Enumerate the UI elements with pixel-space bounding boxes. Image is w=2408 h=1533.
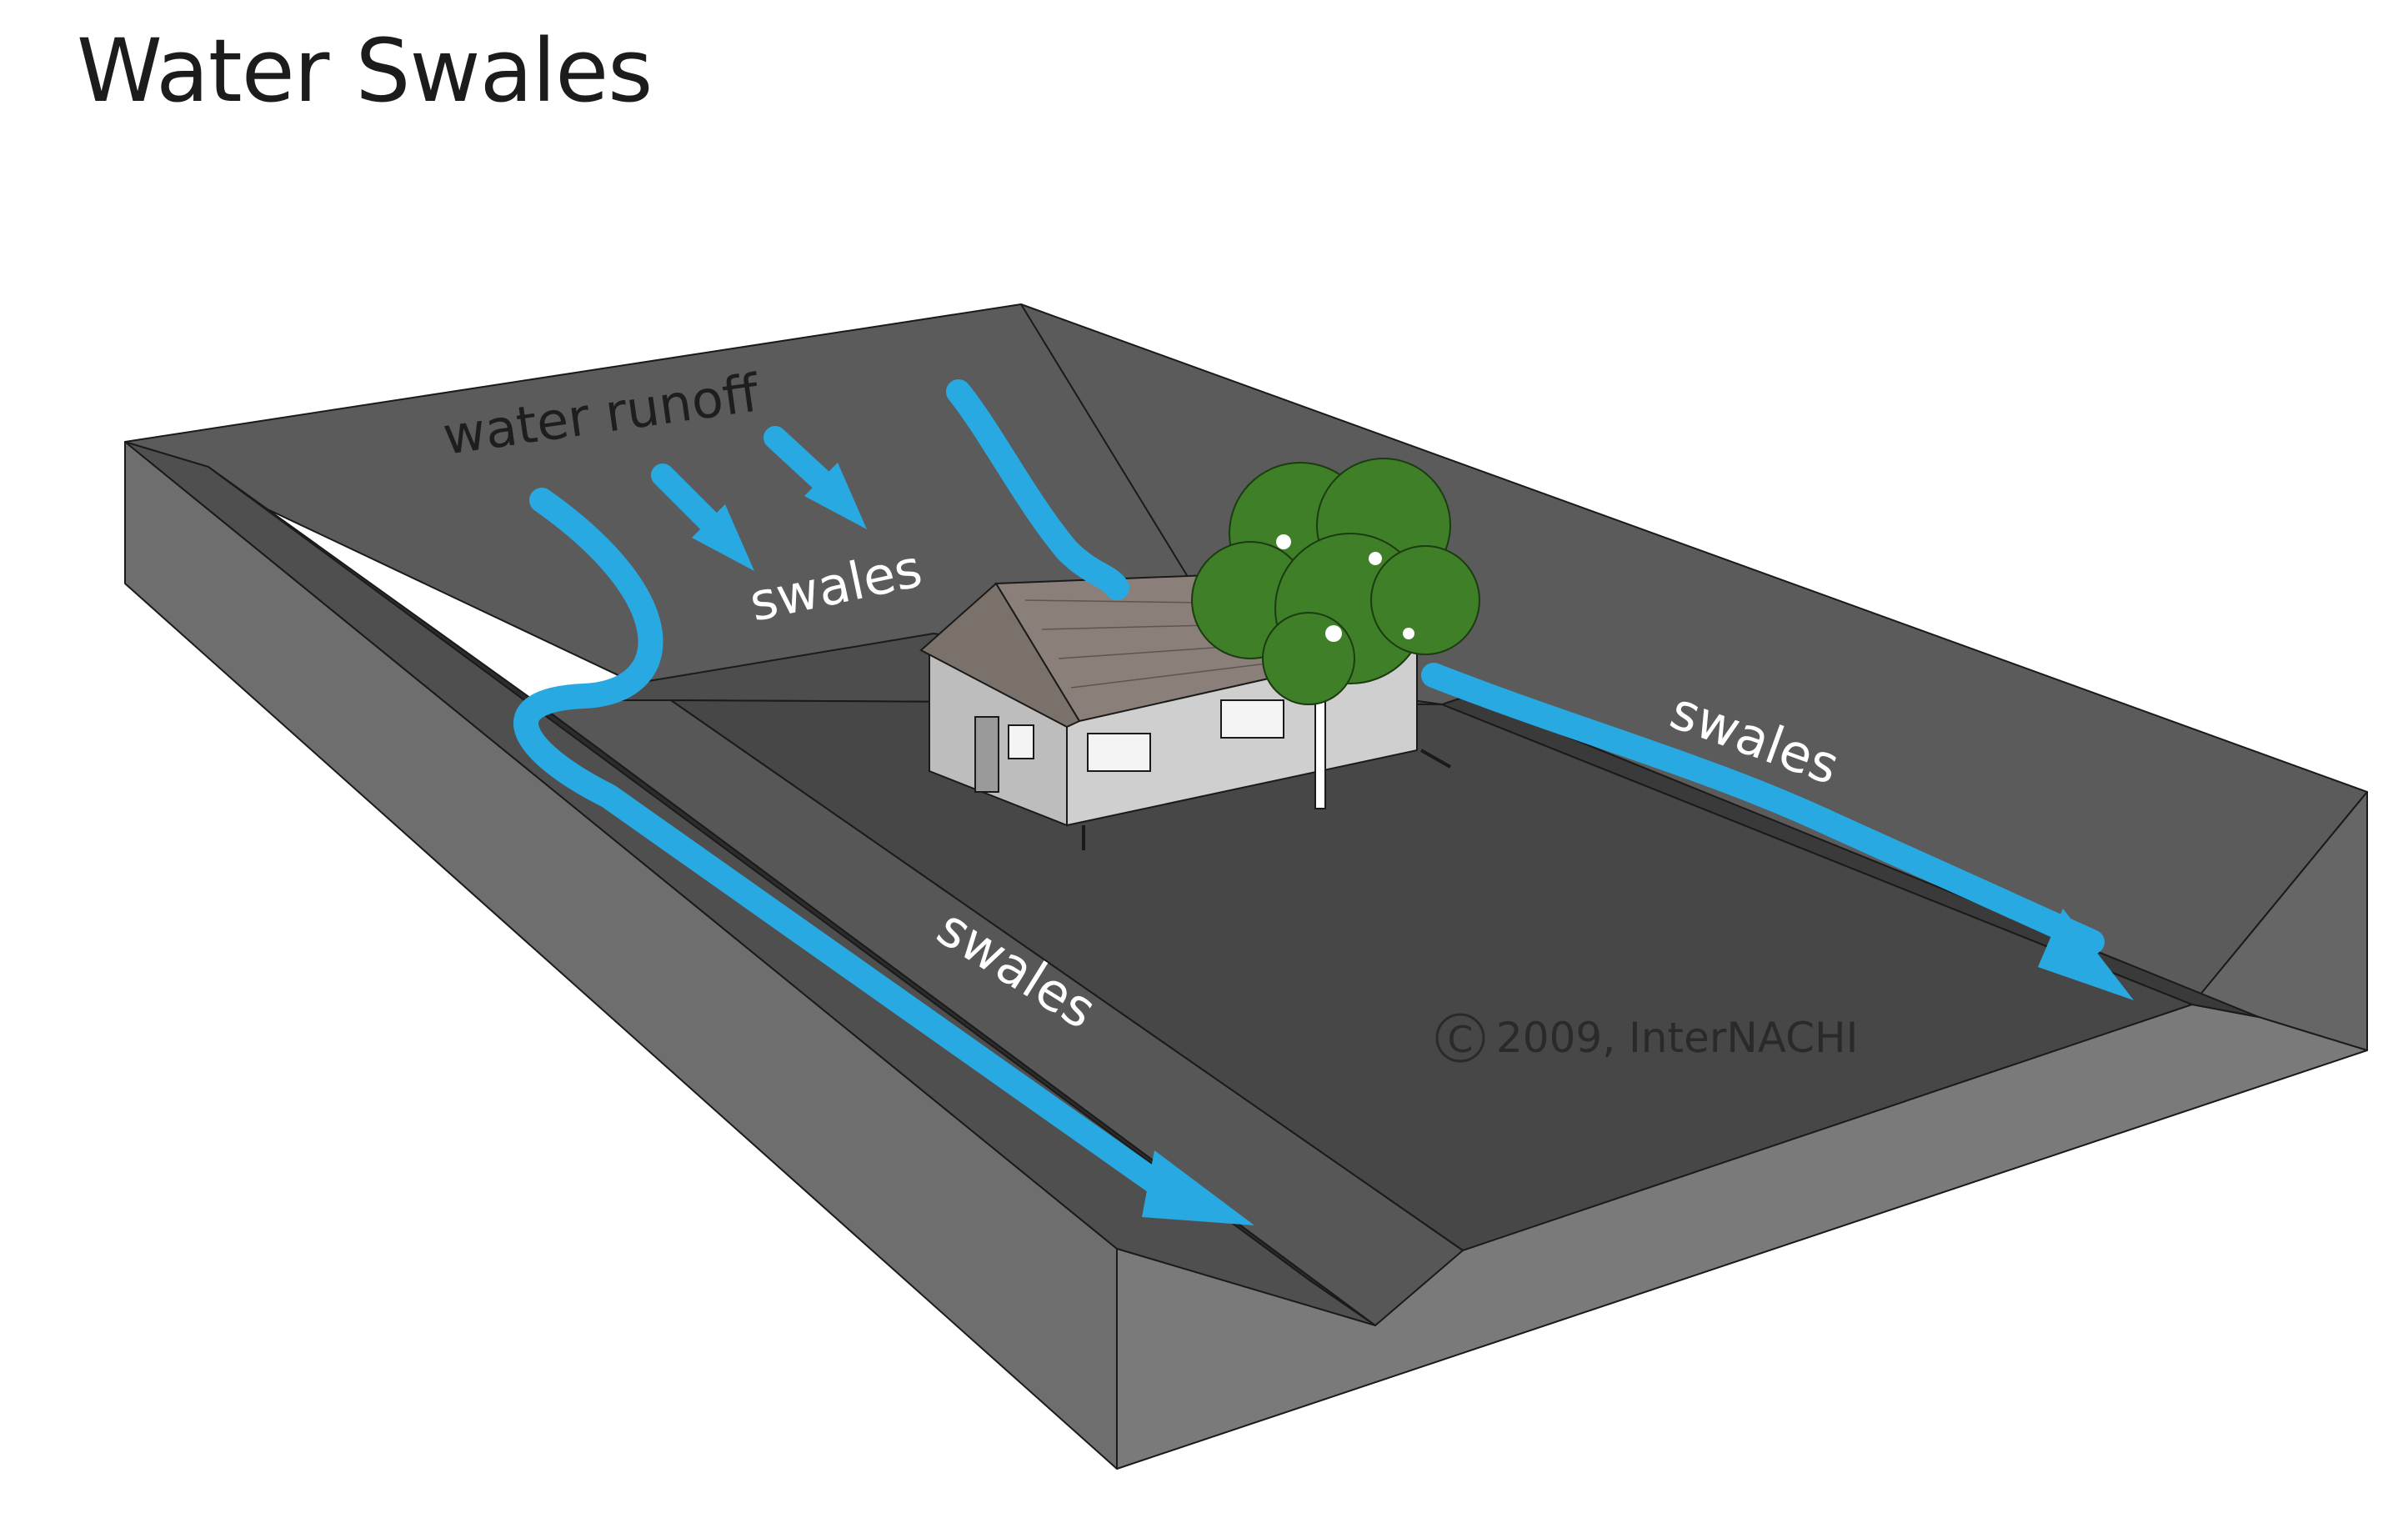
svg-text:C: C	[1448, 1019, 1474, 1061]
tree-icon	[1191, 458, 1480, 809]
right-swale-flow	[1421, 663, 2105, 954]
terrain-block	[124, 303, 2368, 1470]
right-swale-arrowhead	[2038, 909, 2134, 1000]
left-swale-arrowhead	[1142, 1150, 1254, 1225]
runoff-arrow-2	[763, 426, 841, 499]
copyright-icon	[1435, 1013, 1485, 1063]
left-swale-flow	[513, 488, 1188, 1209]
copyright-text: 2009, InterNACHI	[1496, 1014, 1858, 1062]
copyright-notice: C 2009, InterNACHI	[1435, 1013, 1858, 1063]
upper-runoff-flow	[946, 379, 1129, 600]
page-title: Water Swales	[77, 20, 653, 122]
water-flows	[513, 379, 2134, 1225]
runoff-arrow-1	[651, 463, 728, 541]
